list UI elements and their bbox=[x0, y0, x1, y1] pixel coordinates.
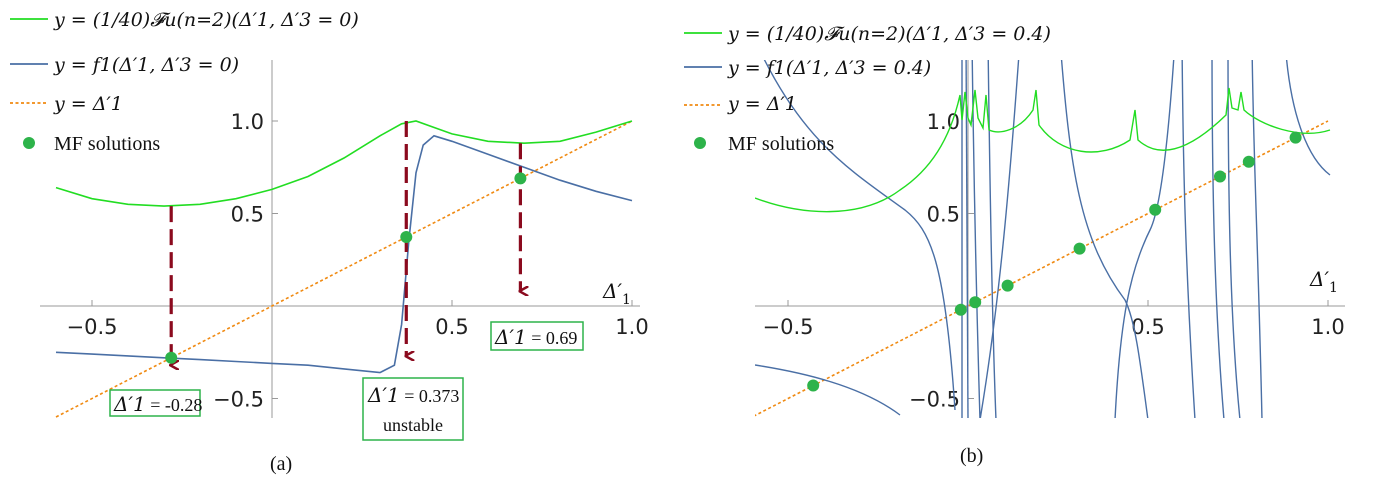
mf-solution-point bbox=[400, 230, 413, 243]
panel-b-x-ticks: −0.5 0.5 1.0 bbox=[763, 300, 1345, 339]
annotation-1-symbol: Δ′1 bbox=[113, 392, 146, 416]
mf-solution-point bbox=[1149, 203, 1162, 216]
panel-a-x-label: Δ′1 bbox=[602, 279, 631, 308]
panel-b-legend: y = (1/40)𝓕u(n=2)(Δ′1, Δ′3 = 0.4) y = f1… bbox=[684, 23, 1051, 155]
panel-b-x-label: Δ′1 bbox=[1309, 267, 1338, 296]
annotation-2-extra: unstable bbox=[383, 415, 443, 435]
panel-a-legend-f1: y = f1(Δ′1, Δ′3 = 0) bbox=[53, 54, 239, 76]
panel-b-solution-points bbox=[807, 131, 1302, 392]
annotation-2-value: = 0.373 bbox=[400, 386, 460, 406]
annotation-1-value: = -0.28 bbox=[146, 395, 203, 415]
annotation-3-symbol: Δ′1 bbox=[494, 325, 527, 349]
panel-b-F-curve bbox=[755, 87, 1331, 213]
annotation-box-1: Δ′1 = -0.28 bbox=[109, 389, 202, 417]
y-tick-label: −0.5 bbox=[909, 388, 960, 412]
mf-solution-point bbox=[1001, 279, 1014, 292]
annotation-2-symbol: Δ′1 bbox=[367, 383, 400, 407]
panel-a-y-ticks: −0.5 0.5 1.0 bbox=[213, 110, 278, 412]
annotation-box-2: Δ′1 = 0.373 unstable bbox=[362, 377, 464, 441]
mf-solution-point bbox=[954, 303, 967, 316]
panel-a: −0.5 0.5 1.0 −0.5 0.5 1.0 Δ′1 Δ′1 = -0.28 Δ′… bbox=[10, 9, 649, 475]
y-tick-label: 1.0 bbox=[231, 110, 264, 134]
mf-solution-point bbox=[514, 172, 527, 185]
panel-b-legend-points: MF solutions bbox=[728, 133, 834, 155]
mf-solution-point bbox=[969, 296, 982, 309]
panel-b-legend-diag: y = Δ′1 bbox=[727, 93, 797, 115]
mf-solution-point bbox=[1242, 155, 1255, 168]
panel-a-diagonal-line bbox=[55, 120, 633, 418]
y-tick-label: −0.5 bbox=[213, 388, 264, 412]
x-tick-label: 0.5 bbox=[1131, 315, 1164, 339]
svg-text:Δ′1 = 0.69: Δ′1 = 0.69 bbox=[494, 325, 577, 349]
annotation-box-3: Δ′1 = 0.69 bbox=[490, 321, 584, 351]
y-tick-label: 0.5 bbox=[927, 203, 960, 227]
panel-a-legend: y = (1/40)𝓕u(n=2)(Δ′1, Δ′3 = 0) y = f1(Δ… bbox=[10, 9, 359, 155]
x-tick-label: −0.5 bbox=[67, 315, 118, 339]
panel-b-legend-f1: y = f1(Δ′1, Δ′3 = 0.4) bbox=[727, 57, 931, 79]
panel-a-F-curve bbox=[55, 120, 633, 207]
mf-solution-point bbox=[165, 351, 178, 364]
panel-a-f1-curve bbox=[55, 134, 633, 374]
x-tick-label: 1.0 bbox=[615, 315, 648, 339]
panel-a-solution-points bbox=[165, 172, 527, 364]
panel-b-caption: (b) bbox=[960, 445, 983, 467]
panel-a-legend-F: y = (1/40)𝓕u(n=2)(Δ′1, Δ′3 = 0) bbox=[53, 9, 359, 31]
annotation-3-value: = 0.69 bbox=[527, 328, 578, 348]
mf-solution-point bbox=[1214, 170, 1226, 183]
svg-text:Δ′1 = -0.28: Δ′1 = -0.28 bbox=[113, 392, 202, 416]
x-tick-label: 1.0 bbox=[1311, 315, 1344, 339]
panel-b-diagonal-line bbox=[755, 120, 1329, 417]
panel-b-f1-curve bbox=[755, 60, 1331, 418]
mf-solution-point bbox=[1289, 131, 1302, 144]
panel-b-y-ticks: −0.50.51.0 bbox=[909, 110, 974, 412]
panel-a-legend-diag: y = Δ′1 bbox=[53, 93, 123, 115]
panel-a-legend-points: MF solutions bbox=[54, 133, 160, 155]
mf-solution-point bbox=[807, 379, 820, 392]
mf-solution-point bbox=[1073, 242, 1086, 255]
panel-b: −0.5 0.5 1.0 −0.5 0.5 1.0 Δ′1 bbox=[684, 23, 1345, 467]
panel-a-caption: (a) bbox=[270, 453, 292, 475]
panel-a-x-ticks: −0.5 0.5 1.0 bbox=[67, 300, 649, 339]
panel-b-legend-F: y = (1/40)𝓕u(n=2)(Δ′1, Δ′3 = 0.4) bbox=[727, 23, 1051, 45]
y-tick-label: 0.5 bbox=[231, 203, 264, 227]
x-tick-label: −0.5 bbox=[763, 315, 814, 339]
svg-text:Δ′1 = 0.373: Δ′1 = 0.373 bbox=[367, 383, 459, 407]
x-tick-label: 0.5 bbox=[435, 315, 468, 339]
